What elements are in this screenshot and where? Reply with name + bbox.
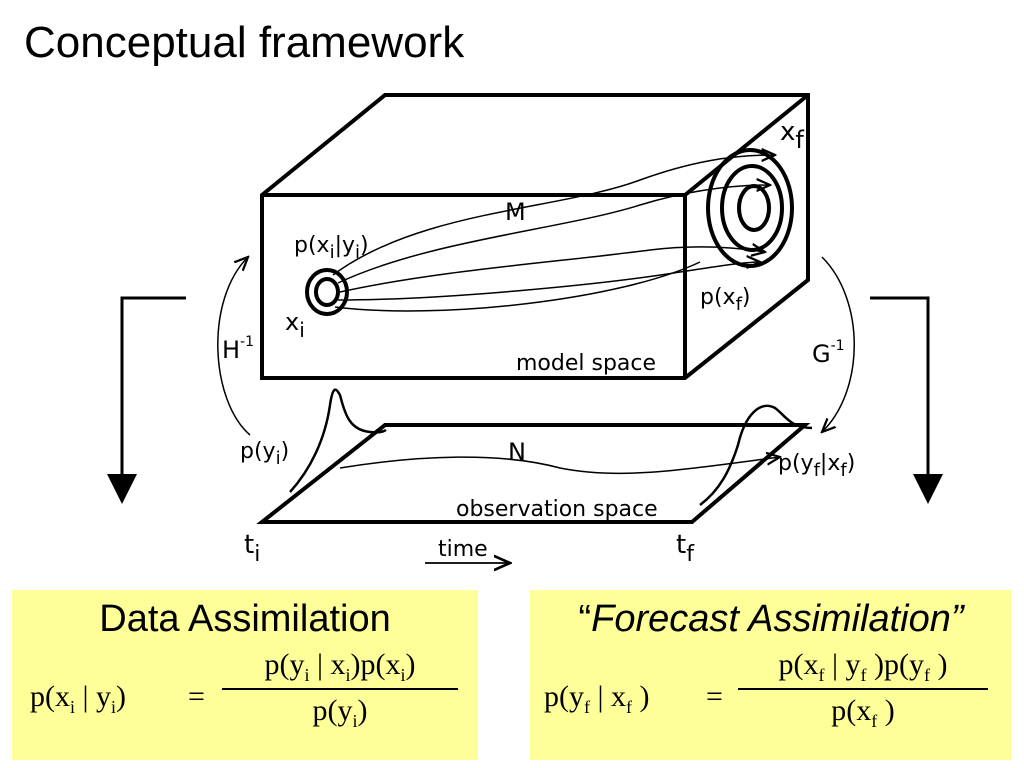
formula-denominator: p(yi) xyxy=(312,694,368,731)
page-title: Conceptual framework xyxy=(24,18,465,67)
g-inverse-arc xyxy=(822,256,855,432)
label-pyf-given-xf: p(yf|xf) xyxy=(778,451,855,481)
final-distribution-rings xyxy=(706,148,794,268)
fraction-bar xyxy=(222,688,458,690)
left-down-arrow xyxy=(107,296,186,504)
formula-lhs: p(xi | yi) xyxy=(30,680,127,717)
forecast-assimilation-title: “Forecast Assimilation” xyxy=(578,598,964,640)
label-xi: xi xyxy=(285,308,305,342)
observation-pdfs xyxy=(289,388,813,506)
formula-numerator: p(xf | yf )p(yf ) xyxy=(778,648,948,685)
label-tf: tf xyxy=(676,530,695,567)
model-space-box xyxy=(260,93,810,380)
initial-distribution-rings xyxy=(305,268,349,316)
label-g-inverse: G-1 xyxy=(812,338,845,368)
observation-space-plane xyxy=(256,423,811,524)
formula-denominator: p(xf ) xyxy=(831,694,895,731)
formula-lhs: p(yf | xf ) xyxy=(544,680,650,717)
label-n: N xyxy=(508,438,526,466)
label-m: M xyxy=(505,198,526,226)
data-assimilation-box: Data Assimilation p(xi | yi) = p(yi | xi… xyxy=(12,590,478,760)
label-observation-space: observation space xyxy=(456,497,658,522)
formula-fraction: p(xf | yf )p(yf ) p(xf ) xyxy=(738,648,988,732)
label-model-space: model space xyxy=(516,351,656,376)
label-pxi-given-yi: p(xi|yi) xyxy=(294,233,369,263)
h-inverse-arc xyxy=(217,257,251,436)
observation-trajectory xyxy=(339,457,780,475)
formula-equals: = xyxy=(706,680,723,713)
label-time: time xyxy=(438,537,488,562)
data-assimilation-title: Data Assimilation xyxy=(99,598,391,640)
forecast-assimilation-box: “Forecast Assimilation” p(yf | xf ) = p(… xyxy=(530,590,1012,760)
label-pxf: p(xf) xyxy=(700,285,751,315)
label-pyi: p(yi) xyxy=(240,439,289,469)
formula-equals: = xyxy=(188,680,205,713)
formula-fraction: p(yi | xi)p(xi) p(yi) xyxy=(222,648,458,732)
formula-numerator: p(yi | xi)p(xi) xyxy=(264,648,416,685)
label-xf: xf xyxy=(780,117,804,154)
conceptual-diagram: xf M p(xi|yi) xi p(xf) H-1 G-1 model spa… xyxy=(107,93,943,590)
label-h-inverse: H-1 xyxy=(222,334,254,364)
label-ti: ti xyxy=(244,530,260,567)
right-down-arrow xyxy=(870,296,943,504)
model-trajectories xyxy=(332,155,775,312)
fraction-bar xyxy=(738,688,988,690)
